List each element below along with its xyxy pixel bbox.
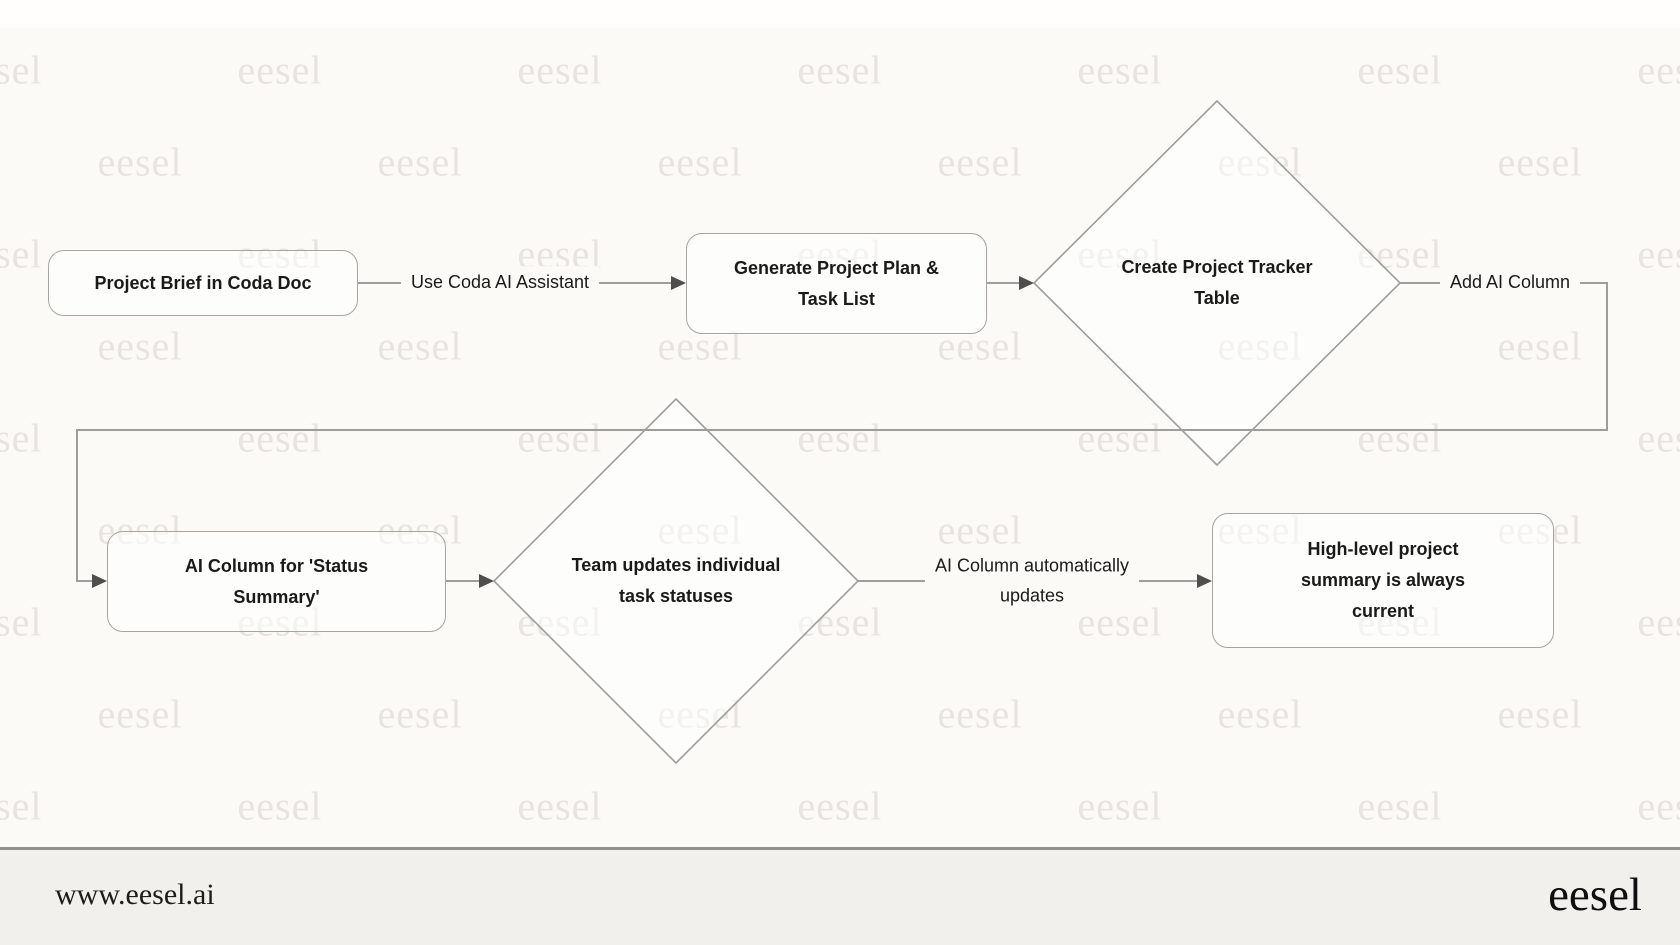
watermark-text: eesel xyxy=(0,783,43,829)
watermark-text: eesel xyxy=(377,139,463,185)
watermark-text: eesel xyxy=(517,47,603,93)
watermark-text: eesel xyxy=(1497,323,1583,369)
watermark-text: eesel xyxy=(97,691,183,737)
flow-node-summary-current: High-level project summary is always cur… xyxy=(1212,513,1554,648)
watermark-text: eesel xyxy=(0,415,43,461)
arrowhead-icon xyxy=(479,574,494,588)
watermark-text: eesel xyxy=(1217,691,1303,737)
watermark-text: eesel xyxy=(377,323,463,369)
watermark-text: eesel xyxy=(1077,415,1163,461)
watermark-text: eesel xyxy=(237,415,323,461)
edge-label-auto-updates: AI Column automatically updates xyxy=(924,549,1140,613)
watermark-text: eesel xyxy=(1637,783,1680,829)
watermark-text: eesel xyxy=(1217,139,1303,185)
flow-node-ai-column-status: AI Column for 'Status Summary' xyxy=(107,531,446,632)
watermark-text: eesel xyxy=(797,783,883,829)
arrowhead-icon xyxy=(671,276,686,290)
watermark-text: eesel xyxy=(1077,47,1163,93)
watermark-text: eesel xyxy=(937,691,1023,737)
watermark-text: eesel xyxy=(1637,599,1680,645)
watermark-text: eesel xyxy=(0,599,43,645)
watermark-text: eesel xyxy=(1637,47,1680,93)
watermark-text: eesel xyxy=(1357,231,1443,277)
watermark-text: eesel xyxy=(0,47,43,93)
watermark-text: eesel xyxy=(1497,691,1583,737)
watermark-text: eesel xyxy=(517,783,603,829)
arrowhead-icon xyxy=(92,574,107,588)
watermark-text: eesel xyxy=(1497,139,1583,185)
watermark-text: eesel xyxy=(1077,783,1163,829)
watermark-text: eesel xyxy=(797,47,883,93)
watermark-text: eesel xyxy=(797,415,883,461)
flow-node-project-brief: Project Brief in Coda Doc xyxy=(48,250,358,316)
top-band xyxy=(0,0,1680,28)
watermark-text: eesel xyxy=(237,783,323,829)
watermark-text: eesel xyxy=(1637,231,1680,277)
watermark-text: eesel xyxy=(1357,415,1443,461)
flow-node-generate-plan: Generate Project Plan & Task List xyxy=(686,233,987,334)
edge-label-add-ai-column: Add AI Column xyxy=(1439,266,1581,300)
watermark-text: eesel xyxy=(517,415,603,461)
watermark-text: eesel xyxy=(1217,323,1303,369)
watermark-text: eesel xyxy=(97,139,183,185)
watermark-text: eesel xyxy=(657,139,743,185)
eesel-logo: eesel xyxy=(1548,868,1642,921)
footer-website-url: www.eesel.ai xyxy=(55,877,215,911)
footer: www.eesel.ai eesel xyxy=(0,847,1680,945)
watermark-text: eesel xyxy=(377,691,463,737)
watermark-text: eesel xyxy=(1637,415,1680,461)
watermark-text: eesel xyxy=(937,507,1023,553)
edge-label-use-coda-ai: Use Coda AI Assistant xyxy=(400,266,600,300)
watermark-text: eesel xyxy=(657,691,743,737)
watermark-text: eesel xyxy=(97,323,183,369)
watermark-text: eesel xyxy=(237,47,323,93)
watermark-text: eesel xyxy=(1357,47,1443,93)
flow-node-team-updates-label: Team updates individual task statuses xyxy=(571,555,781,606)
arrowhead-icon xyxy=(1019,276,1034,290)
watermark-text: eesel xyxy=(1357,783,1443,829)
flow-node-create-tracker-label: Create Project Tracker Table xyxy=(1121,257,1313,308)
watermark-text: eesel xyxy=(937,139,1023,185)
watermark-text: eesel xyxy=(797,599,883,645)
watermark-text: eesel xyxy=(0,231,43,277)
arrowhead-icon xyxy=(1197,574,1212,588)
